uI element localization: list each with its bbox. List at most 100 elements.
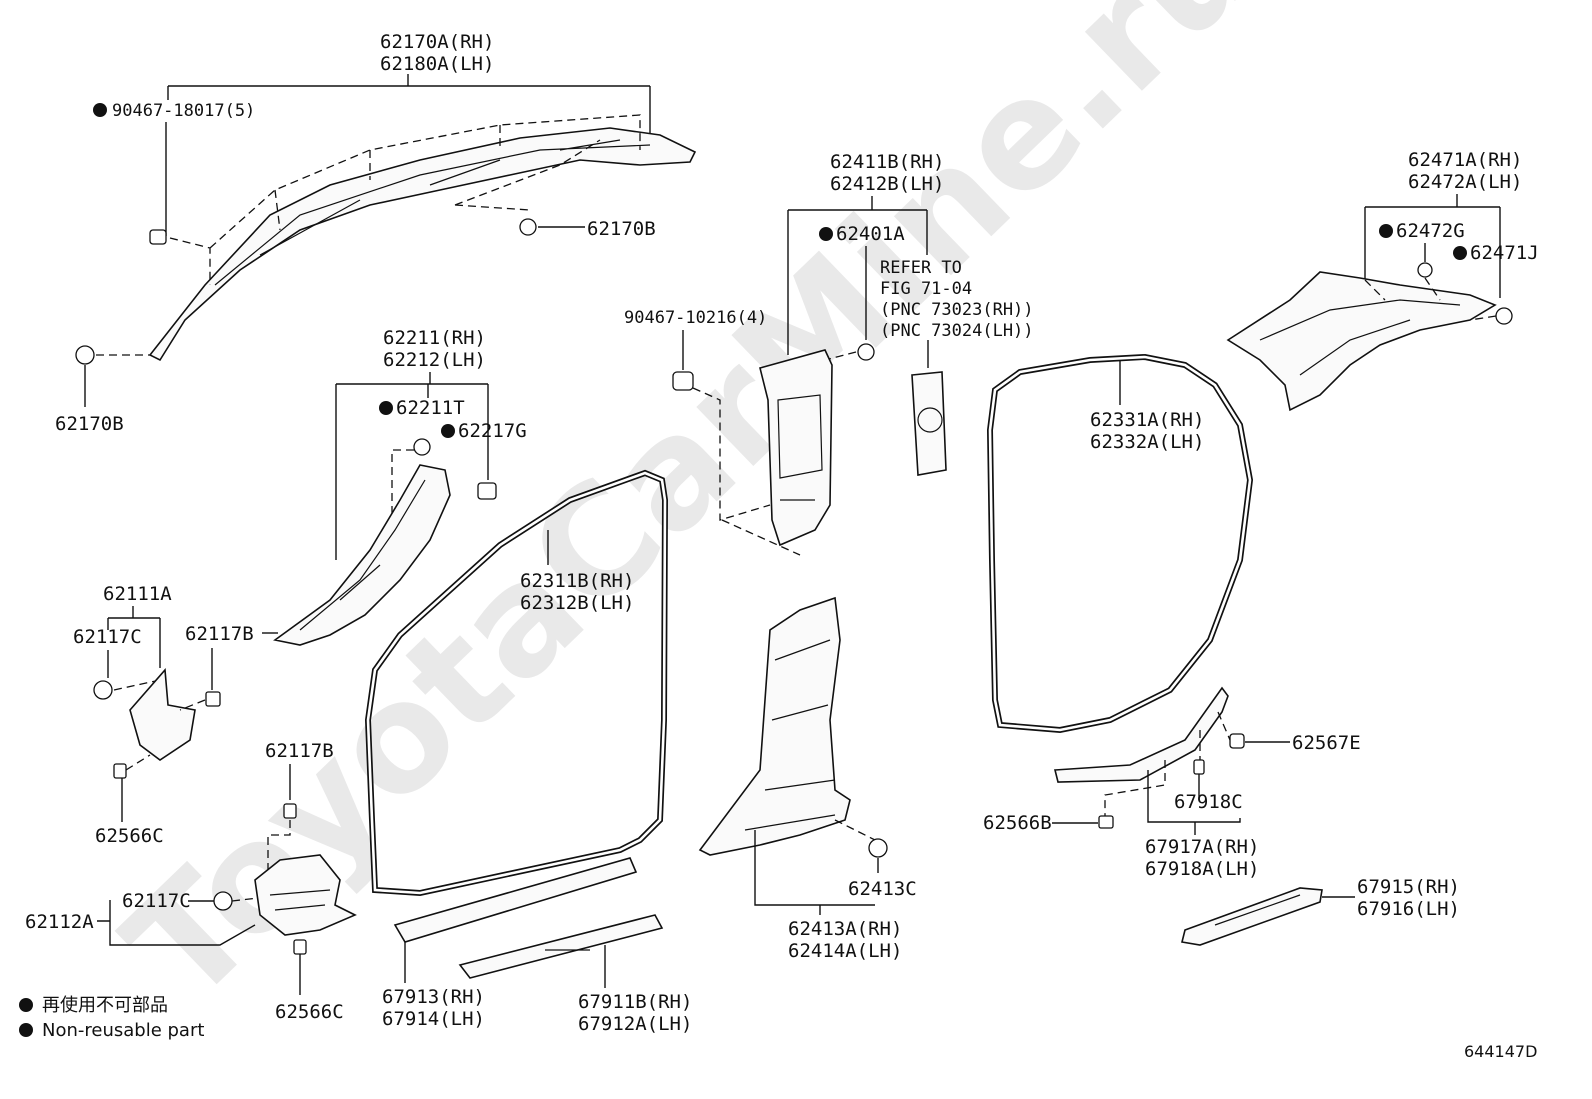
part-label-67917A-rh: 67917A(RH)	[1145, 836, 1259, 858]
part-label-67911B-rh: 67911B(RH)	[578, 991, 692, 1013]
assembly-line-62117B-b	[267, 820, 291, 870]
center-pillar-upper-group: 90467-10216(4) 62411B(RH) 62412B(LH) 624…	[624, 151, 1034, 556]
clip-icon	[868, 838, 888, 858]
roof-side-garnish-group: 62170A(RH) 62180A(LH) 90467-18017(5) 621…	[55, 31, 697, 435]
quarter-trim-panel	[1226, 271, 1497, 412]
refer-text-line1: REFER TO	[880, 258, 962, 278]
refer-text-line2: FIG 71-04	[880, 279, 972, 299]
legend: 再使用不可部品 Non-reusable part	[19, 995, 204, 1041]
part-label-62117B-a: 62117B	[185, 623, 254, 645]
clip-icon	[1098, 815, 1114, 829]
seat-belt-anchor-cover	[911, 371, 947, 476]
part-label-67913-rh: 67913(RH)	[382, 986, 485, 1008]
non-reusable-marker	[1453, 246, 1467, 260]
part-label-67915-rh: 67915(RH)	[1357, 876, 1460, 898]
part-label-62180A-lh: 62180A(LH)	[380, 53, 494, 75]
pillar-detail	[299, 479, 426, 631]
part-label-62472G: 62472G	[1396, 220, 1465, 242]
rear-door-weatherstrip-group: 62331A(RH) 62332A(LH)	[986, 353, 1254, 734]
clip-icon	[75, 345, 95, 365]
clip-icon	[672, 371, 694, 391]
part-label-62117C-a: 62117C	[73, 626, 142, 648]
clip-icon	[1417, 262, 1433, 278]
part-label-62217G: 62217G	[458, 420, 527, 442]
clip-icon	[413, 438, 431, 456]
assembly-line-62413C	[834, 819, 876, 841]
clip-icon	[1495, 307, 1513, 325]
leader-67917A	[1147, 770, 1241, 835]
garnish-detail	[214, 139, 651, 286]
lower-cowl-trim	[254, 854, 357, 936]
part-label-62117B-b: 62117B	[265, 740, 334, 762]
assembly-lines-garnish	[169, 114, 641, 285]
assembly-lines-quarter	[1364, 277, 1497, 321]
part-label-62411B-rh: 62411B(RH)	[830, 151, 944, 173]
part-label-90467-10216: 90467-10216(4)	[624, 308, 767, 328]
pillar-lower-detail	[744, 639, 836, 831]
part-label-62412B-lh: 62412B(LH)	[830, 173, 944, 195]
leader-62413A	[754, 830, 875, 915]
assembly-lines-rear-scuff	[1104, 711, 1231, 818]
cowl-side-trim	[129, 668, 196, 761]
non-reusable-marker	[379, 401, 393, 415]
clip-icon	[1193, 759, 1205, 775]
part-label-62413A-rh: 62413A(RH)	[788, 918, 902, 940]
part-label-62566C-b: 62566C	[275, 1001, 344, 1023]
part-label-62170A-rh: 62170A(RH)	[380, 31, 494, 53]
leader-62111A	[107, 606, 161, 668]
diagram-code: 644147D	[1464, 1042, 1537, 1061]
leader-62411B	[787, 196, 928, 355]
rear-scuff-detail	[1214, 894, 1301, 926]
part-label-62311B-rh: 62311B(RH)	[520, 570, 634, 592]
part-label-62566C-a: 62566C	[95, 825, 164, 847]
assembly-line-pillar-upper	[721, 519, 801, 556]
part-label-67918A-lh: 67918A(LH)	[1145, 858, 1259, 880]
clip-icon	[477, 482, 497, 500]
refer-text-line4: (PNC 73024(LH))	[880, 321, 1034, 341]
clip-icon	[283, 803, 297, 819]
non-reusable-marker	[1379, 224, 1393, 238]
clip-icon	[1229, 733, 1245, 749]
lower-cowl-trim-group: 62117B 62112A 62117C 62566C	[25, 740, 357, 1023]
part-label-62332A-lh: 62332A(LH)	[1090, 431, 1204, 453]
part-label-62112A: 62112A	[25, 911, 94, 933]
front-scuff-plate	[458, 914, 664, 979]
center-pillar-lower-garnish	[698, 596, 851, 856]
part-label-62414A-lh: 62414A(LH)	[788, 940, 902, 962]
assembly-line-62211T	[391, 449, 414, 540]
center-pillar-upper-garnish	[759, 349, 833, 547]
clip-icon	[857, 343, 875, 361]
part-label-90467-18017: 90467-18017(5)	[112, 101, 255, 121]
trim-detail	[269, 889, 331, 911]
part-label-62211T: 62211T	[396, 397, 465, 419]
assembly-line-62117C	[113, 679, 161, 691]
part-label-62212-lh: 62212(LH)	[383, 349, 486, 371]
front-pillar-garnish	[273, 464, 451, 646]
part-label-62331A-rh: 62331A(RH)	[1090, 409, 1204, 431]
non-reusable-marker	[93, 103, 107, 117]
front-scuff-plates-group: 67913(RH) 67914(LH) 67911B(RH) 67912A(LH…	[382, 857, 692, 1035]
leader-62112A	[97, 900, 256, 946]
quarter-trim-group: 62471A(RH) 62472A(LH) 62472G 62471J	[1226, 149, 1539, 412]
pillar-upper-detail	[777, 394, 823, 501]
part-label-62567E: 62567E	[1292, 732, 1361, 754]
clip-icon	[205, 691, 221, 707]
belt-retractor-detail	[917, 407, 943, 433]
assembly-line-62401A	[824, 351, 857, 361]
part-label-62170B-left: 62170B	[55, 413, 124, 435]
assembly-line-62117C-b	[231, 897, 259, 902]
leader-62211	[335, 372, 489, 560]
legend-text-en: Non-reusable part	[42, 1020, 204, 1041]
front-door-weatherstrip-group: 62311B(RH) 62312B(LH)	[364, 469, 669, 897]
part-label-62566B: 62566B	[983, 812, 1052, 834]
legend-marker-jp	[19, 998, 33, 1012]
rear-scuff-inner-plate	[1053, 686, 1229, 783]
roof-side-garnish	[148, 127, 697, 362]
leader-62170A	[167, 74, 651, 148]
assembly-line-62117B	[179, 699, 206, 711]
part-label-62471J: 62471J	[1470, 242, 1539, 264]
part-label-62401A: 62401A	[836, 223, 905, 245]
assembly-line-90467-10216	[692, 387, 771, 521]
